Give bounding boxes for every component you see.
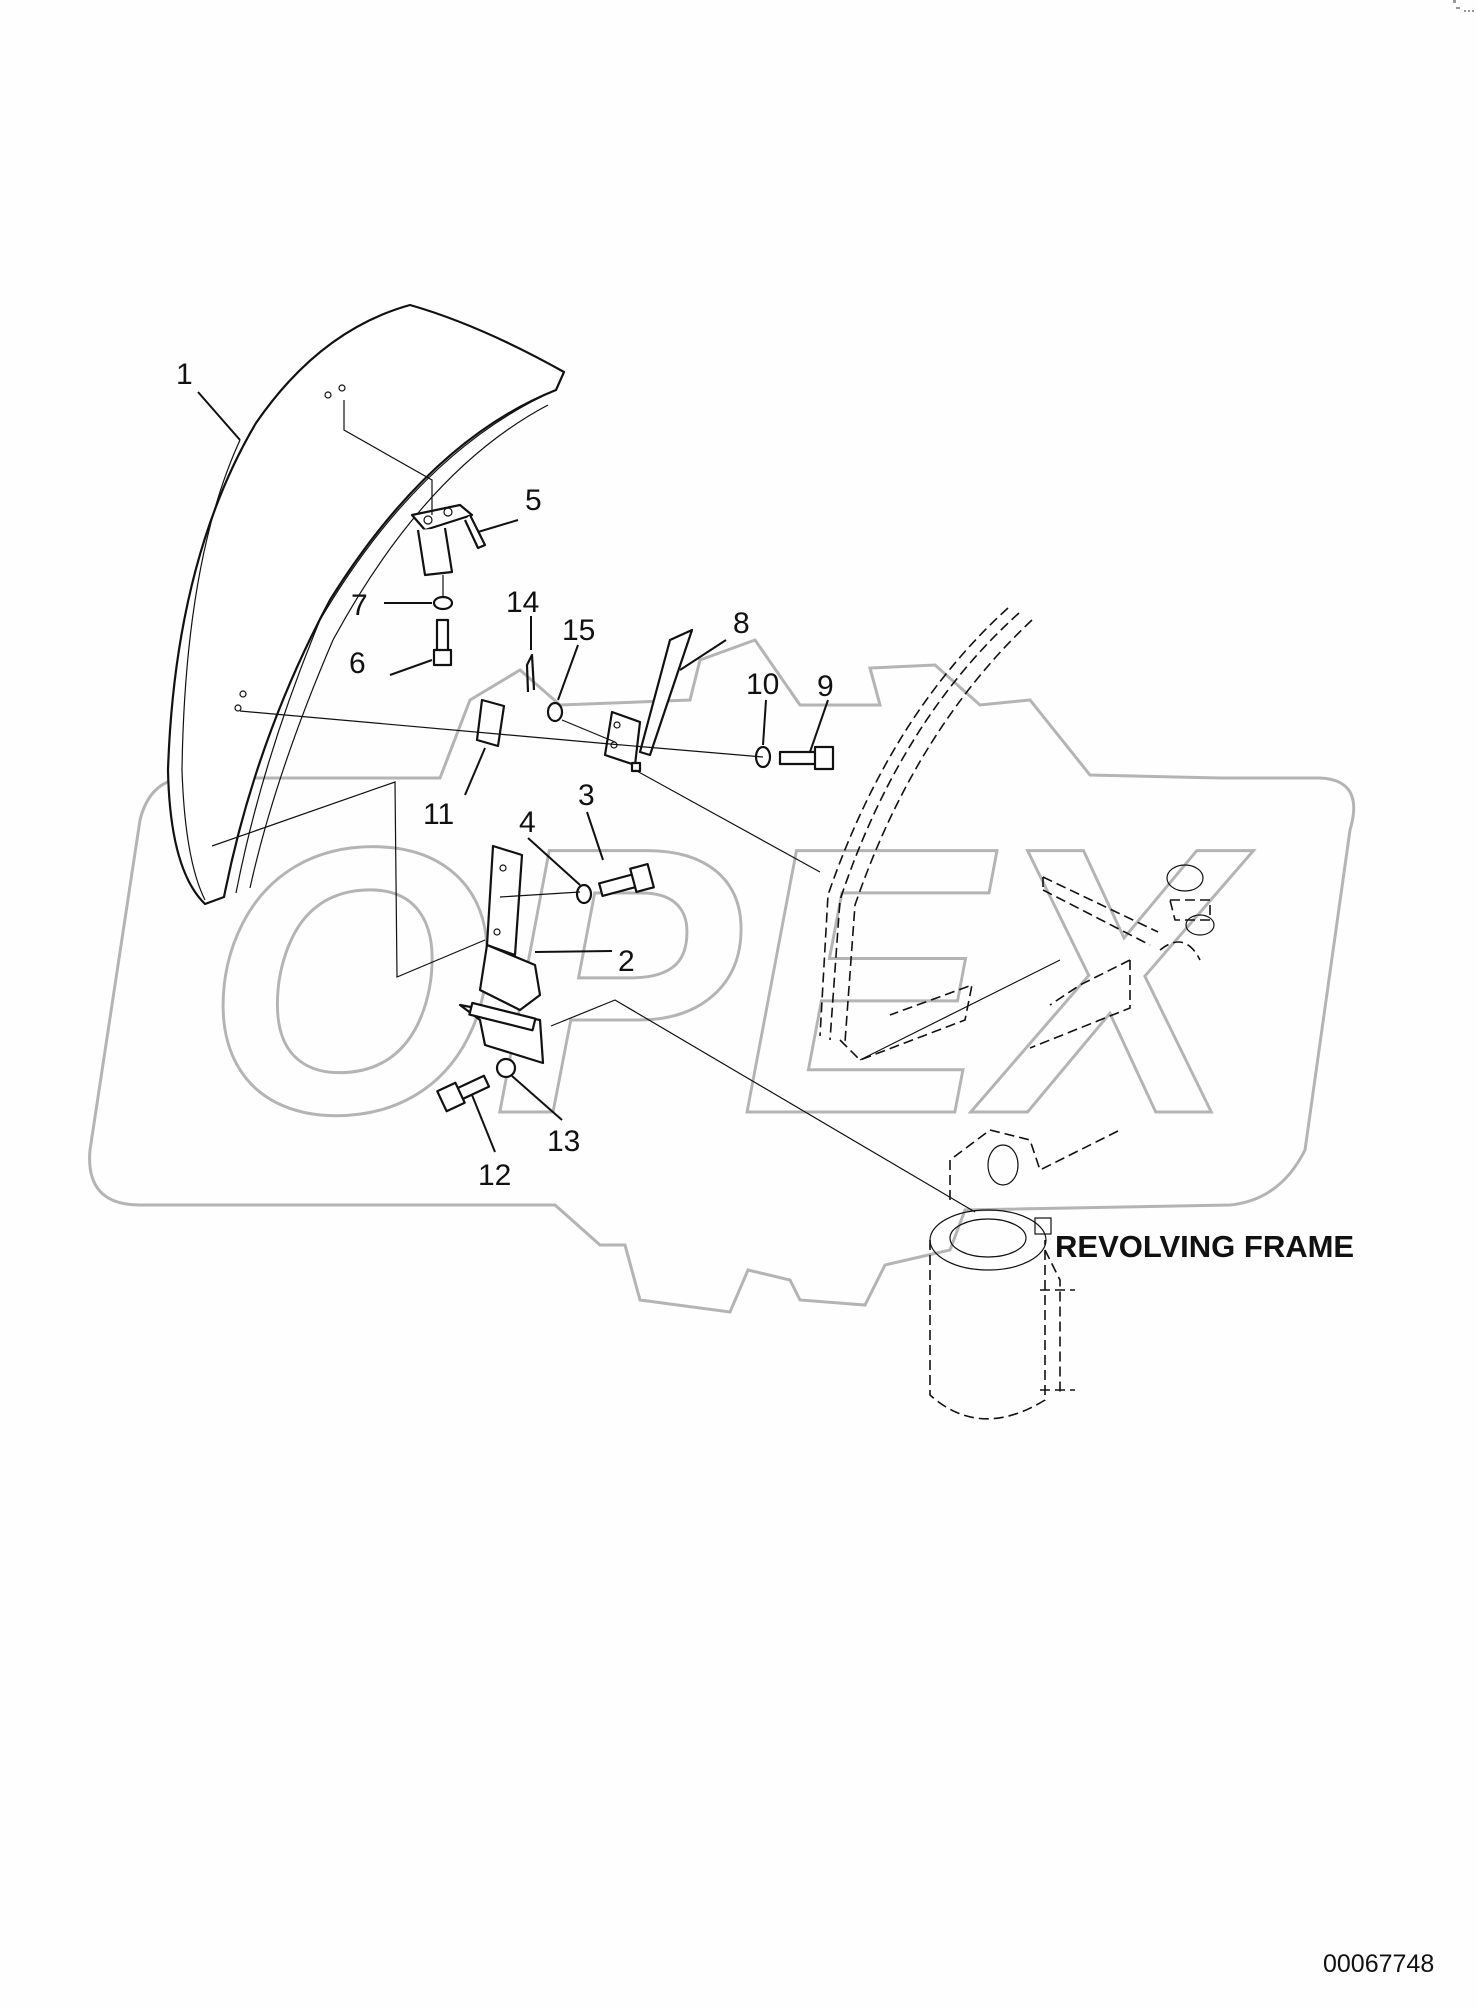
part-4-washer bbox=[575, 883, 593, 905]
callout-8: 8 bbox=[733, 607, 750, 640]
callout-10: 10 bbox=[746, 668, 779, 701]
part-14-pin bbox=[525, 653, 536, 693]
watermark-gear-outline bbox=[88, 638, 1356, 1314]
assembly-lines bbox=[211, 400, 976, 1213]
callout-11: 11 bbox=[423, 798, 454, 831]
callout-labels: 1 2 3 4 5 6 7 8 9 10 11 12 13 14 15 bbox=[176, 358, 834, 1192]
revolving-frame-panel bbox=[819, 607, 1061, 1061]
part-5-bracket bbox=[410, 503, 487, 577]
callout-5: 5 bbox=[525, 484, 542, 517]
callout-leaders bbox=[197, 391, 829, 1153]
watermark-text: OPEX bbox=[205, 768, 1254, 1193]
part-11-plate bbox=[475, 698, 506, 748]
revolving-frame-label: REVOLVING FRAME bbox=[1055, 1229, 1354, 1264]
part-6-bolt bbox=[432, 618, 453, 667]
callout-4: 4 bbox=[519, 806, 536, 839]
callout-2: 2 bbox=[618, 945, 635, 978]
drawing-number: 00067748 bbox=[1323, 1950, 1434, 1978]
part-1-cover bbox=[166, 303, 566, 906]
part-13-nut bbox=[495, 1057, 517, 1079]
callout-9: 9 bbox=[817, 670, 834, 703]
watermark-logo: OPEX bbox=[88, 638, 1356, 1314]
callout-7: 7 bbox=[351, 589, 368, 622]
part-9-bolt bbox=[778, 745, 835, 771]
callout-13: 13 bbox=[547, 1125, 580, 1158]
callout-6: 6 bbox=[349, 647, 366, 680]
part-12-bolt bbox=[436, 1074, 491, 1113]
callout-1: 1 bbox=[176, 358, 193, 391]
callout-3: 3 bbox=[578, 779, 595, 812]
part-8-bracket bbox=[603, 628, 694, 773]
part-3-bolt bbox=[598, 862, 655, 898]
callout-12: 12 bbox=[478, 1159, 511, 1192]
callout-14: 14 bbox=[506, 586, 539, 619]
part-15-washer bbox=[546, 701, 564, 723]
callout-15: 15 bbox=[562, 614, 595, 647]
revolving-frame-structure bbox=[929, 864, 1215, 1420]
part-2-bracket bbox=[458, 844, 545, 1065]
corner-marks bbox=[1453, 0, 1474, 12]
part-7-washer bbox=[432, 595, 454, 611]
